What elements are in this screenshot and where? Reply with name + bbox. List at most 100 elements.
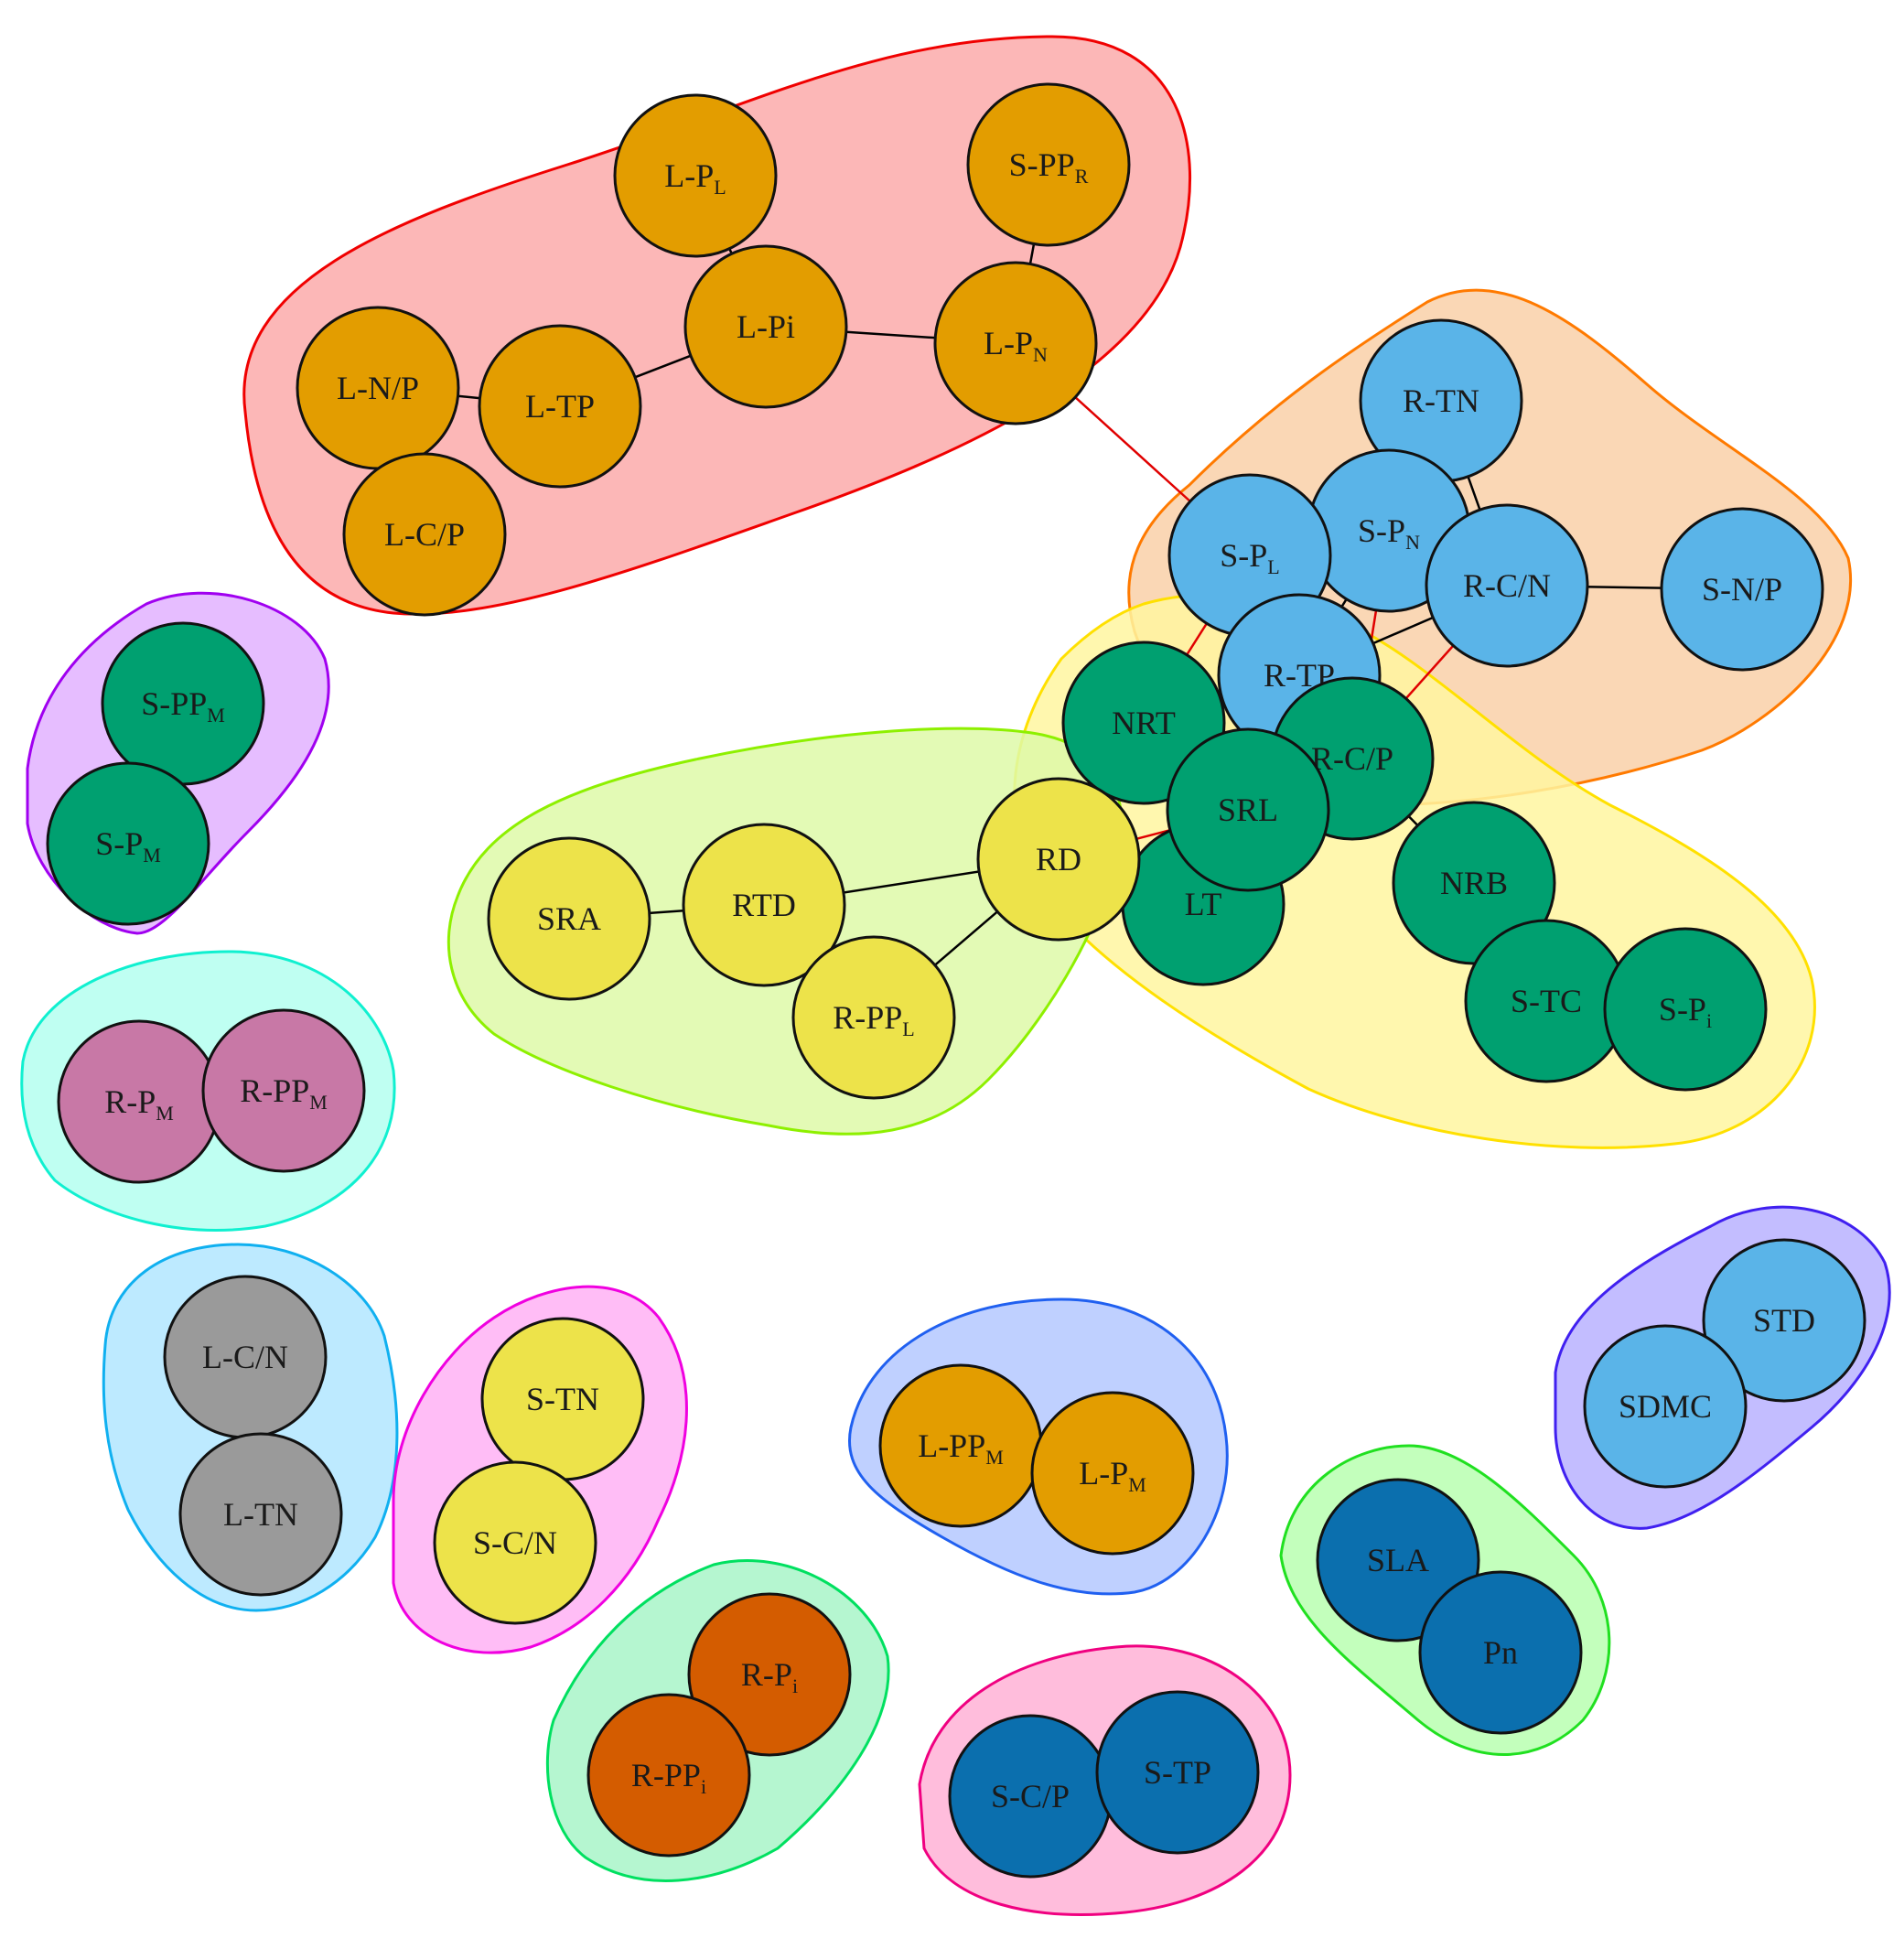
node-rd: RD: [976, 777, 1141, 942]
node-r-ppl: R-PPL: [791, 935, 956, 1100]
node-nrb: NRB: [1392, 801, 1556, 965]
node-r-pm: R-PM: [57, 1019, 221, 1184]
node-label: L-N/P: [337, 370, 419, 406]
node-r-pi: R-Pi: [687, 1592, 852, 1757]
node-subscript: M: [309, 1091, 328, 1114]
node-subscript: M: [207, 704, 225, 727]
node-s-tc: S-TC: [1464, 919, 1629, 1083]
node-label: R-C/N: [1463, 567, 1551, 604]
node-circle: [1583, 1324, 1748, 1489]
node-subscript: L: [714, 176, 726, 199]
node-label: R-C/P: [1311, 740, 1393, 777]
node-circle: [966, 82, 1131, 247]
node-r-tn: R-TN: [1359, 318, 1523, 483]
node-circle: [178, 1432, 343, 1597]
node-circle: [46, 761, 210, 926]
node-subscript: M: [985, 1446, 1004, 1469]
node-l-pm: L-PM: [1030, 1391, 1195, 1556]
node-label: S-PL: [1220, 537, 1279, 578]
node-label: NRB: [1440, 865, 1508, 901]
node-circle: [1095, 1690, 1260, 1855]
node-label: L-PL: [664, 157, 726, 199]
node-circle: [201, 1008, 366, 1173]
node-circle: [1425, 503, 1589, 668]
node-subscript: M: [1128, 1473, 1146, 1496]
node-label: R-Pi: [741, 1656, 798, 1697]
node-circle: [478, 324, 642, 489]
node-label: L-TN: [223, 1496, 298, 1533]
node-label: L-PM: [1079, 1455, 1146, 1496]
node-circle: [1702, 1238, 1866, 1403]
node-label: L-Pi: [737, 308, 795, 345]
node-pn: Pn: [1418, 1570, 1583, 1735]
node-circle: [487, 836, 651, 1001]
node-subscript: i: [792, 1674, 798, 1697]
node-circle: [1660, 507, 1824, 672]
node-circle: [1030, 1391, 1195, 1556]
node-label: S-TC: [1511, 983, 1582, 1019]
node-circle: [683, 244, 848, 409]
node-subscript: M: [156, 1102, 174, 1125]
node-label: Pn: [1483, 1634, 1518, 1671]
node-r-ppm: R-PPM: [201, 1008, 366, 1173]
node-rtd: RTD: [682, 823, 846, 987]
node-label: S-PN: [1358, 512, 1420, 554]
node-label: L-PN: [984, 325, 1048, 366]
node-label: R-TN: [1403, 382, 1479, 419]
node-r-c-n: R-C/N: [1425, 503, 1589, 668]
node-s-c-p: S-C/P: [948, 1714, 1113, 1879]
node-label: SLA: [1367, 1542, 1429, 1578]
node-label: S-TN: [526, 1381, 599, 1417]
node-label: R-PM: [104, 1083, 174, 1125]
node-label: S-C/P: [991, 1778, 1070, 1814]
node-l-pl: L-PL: [613, 93, 778, 258]
node-label: R-PPM: [240, 1072, 328, 1114]
node-label: SDMC: [1619, 1388, 1712, 1425]
node-circle: [791, 935, 956, 1100]
node-sra: SRA: [487, 836, 651, 1001]
node-subscript: i: [1706, 1009, 1712, 1032]
node-s-tp: S-TP: [1095, 1690, 1260, 1855]
node-subscript: L: [902, 1018, 914, 1040]
node-l-c-p: L-C/P: [342, 452, 507, 617]
node-l-n-p: L-N/P: [296, 306, 460, 470]
node-sdmc: SDMC: [1583, 1324, 1748, 1489]
node-l-pi: L-Pi: [683, 244, 848, 409]
node-std: STD: [1702, 1238, 1866, 1403]
node-label: R-PPL: [833, 999, 915, 1040]
node-label: S-N/P: [1702, 571, 1782, 608]
node-label: L-C/N: [202, 1339, 288, 1375]
node-subscript: N: [1033, 343, 1048, 366]
node-label: S-Pi: [1659, 991, 1712, 1032]
node-l-pn: L-PN: [933, 261, 1098, 425]
node-label: RTD: [732, 887, 796, 923]
node-circle: [1166, 727, 1330, 892]
node-s-n-p: S-N/P: [1660, 507, 1824, 672]
node-s-tn: S-TN: [480, 1317, 645, 1481]
node-label: LT: [1185, 886, 1222, 922]
node-subscript: L: [1267, 555, 1279, 578]
node-circle: [586, 1693, 751, 1857]
node-label: S-TP: [1144, 1754, 1211, 1791]
node-s-c-n: S-C/N: [433, 1460, 597, 1625]
node-label: S-PM: [95, 825, 161, 867]
node-subscript: R: [1075, 165, 1089, 188]
node-r-ppi: R-PPi: [586, 1693, 751, 1857]
node-label: S-PPM: [141, 685, 225, 727]
node-l-tp: L-TP: [478, 324, 642, 489]
node-label: SRL: [1218, 791, 1278, 828]
node-l-tn: L-TN: [178, 1432, 343, 1597]
node-subscript: N: [1405, 531, 1420, 554]
node-l-c-n: L-C/N: [163, 1275, 328, 1439]
node-circle: [1418, 1570, 1583, 1735]
node-label: RD: [1036, 841, 1081, 878]
node-label: S-PPR: [1009, 146, 1089, 188]
node-circle: [433, 1460, 597, 1625]
node-label: SRA: [537, 900, 601, 937]
node-circle: [933, 261, 1098, 425]
node-s-ppr: S-PPR: [966, 82, 1131, 247]
node-subscript: i: [701, 1775, 706, 1798]
node-circle: [613, 93, 778, 258]
node-label: NRT: [1112, 705, 1176, 741]
